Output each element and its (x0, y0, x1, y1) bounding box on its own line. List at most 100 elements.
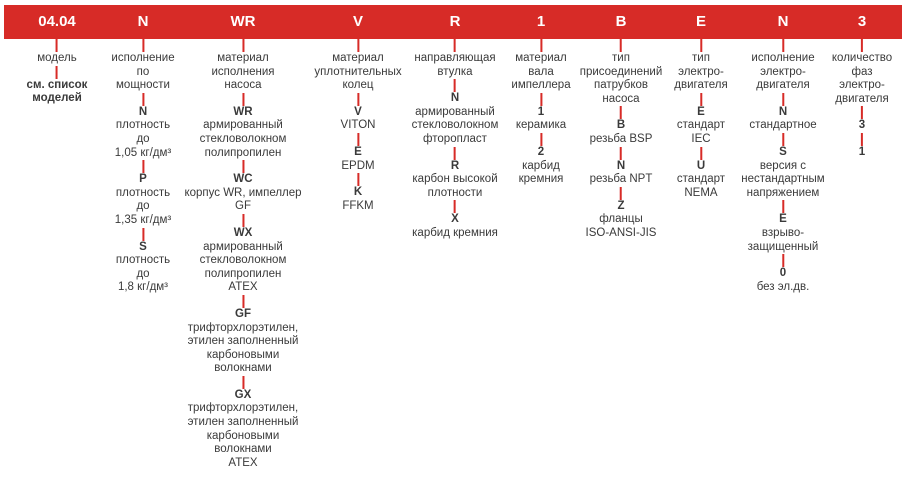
option-text: фланцы (599, 213, 643, 226)
option-text: резьба NPT (589, 173, 653, 186)
connector-line (241, 213, 244, 227)
header-code-seals: V (352, 13, 364, 30)
option-text: моделей (32, 92, 82, 105)
connector-line (453, 39, 456, 52)
option-text: ISO-ANSI-JIS (585, 226, 657, 239)
option-code: 2 (537, 145, 545, 158)
option-text: этилен заполненный (187, 416, 299, 429)
option-text: плотность (115, 254, 171, 267)
connector-line (141, 160, 144, 174)
connector-line (55, 39, 58, 52)
option-code: E (354, 145, 362, 158)
option-code: R (450, 159, 460, 172)
option-text: IEC (691, 132, 711, 145)
description-line: присоединений (579, 65, 663, 78)
description-line: вала (528, 65, 554, 78)
option-code: V (354, 105, 362, 118)
connector-line (453, 79, 456, 93)
header-code-phases: 3 (857, 13, 867, 30)
connector-line (540, 92, 542, 106)
option-code: N (616, 159, 626, 172)
header-code-motor-type: E (695, 13, 707, 30)
connector-line (241, 375, 244, 389)
description-line: импеллера (511, 79, 571, 92)
connector-line (241, 160, 244, 174)
description-line: тип (612, 52, 630, 64)
option-text: карбоновыми (206, 348, 280, 361)
option-code: 1 (858, 145, 866, 158)
connector-line (619, 39, 622, 52)
description-line: электро- (839, 79, 885, 92)
option-code: K (353, 186, 363, 199)
option-text: напряжением (746, 186, 820, 199)
connector-line (141, 92, 144, 106)
connector-line (861, 106, 863, 120)
option-code: S (779, 145, 787, 158)
option-entry: 3 (859, 119, 865, 133)
description-line: насоса (224, 79, 262, 92)
option-code: X (451, 213, 459, 226)
option-code: E (697, 105, 705, 118)
option-text: фторопласт (423, 132, 487, 145)
header-code-connections: B (615, 13, 627, 30)
option-text: стекловолокном (411, 119, 499, 132)
option-text: полипропилен (204, 267, 282, 280)
header-code-bushing: R (449, 13, 461, 30)
option-text: FFKM (342, 199, 374, 212)
option-code: WX (233, 226, 253, 239)
option-text: 1,35 кг/дм³ (114, 213, 172, 226)
connector-line (356, 132, 359, 146)
option-text: карбид (522, 159, 560, 172)
option-code: N (450, 92, 460, 105)
option-text: EPDM (341, 159, 375, 172)
option-text: кремния (518, 173, 564, 186)
option-text: версия с (759, 159, 807, 172)
option-text: армированный (203, 119, 283, 132)
description-line: материал (332, 52, 384, 64)
option-text: плотности (427, 186, 483, 199)
option-text: VITON (340, 119, 376, 132)
connector-line (241, 39, 244, 52)
option-code: WR (233, 105, 253, 118)
option-text: стандартное (749, 119, 817, 132)
option-text: плотность (115, 186, 171, 199)
connector-line (241, 92, 244, 106)
option-text: NEMA (684, 186, 718, 199)
option-text: карбоновыми (206, 429, 280, 442)
option-text: см. список (26, 78, 88, 91)
option-code: WC (233, 173, 253, 186)
option-text: взрыво- (761, 226, 805, 239)
description-line: материал (515, 52, 567, 64)
option-text: плотность (115, 119, 171, 132)
option-text: резьба BSP (589, 132, 653, 145)
connector-line (241, 294, 244, 308)
description-line: модель (37, 52, 77, 64)
option-code: 1 (537, 105, 545, 118)
connector-line (141, 39, 144, 52)
header-code-shaft: 1 (536, 13, 546, 30)
option-entry: 1 (859, 146, 865, 160)
option-code: N (778, 105, 788, 118)
option-text: до (136, 267, 150, 280)
connector-line (861, 132, 863, 146)
